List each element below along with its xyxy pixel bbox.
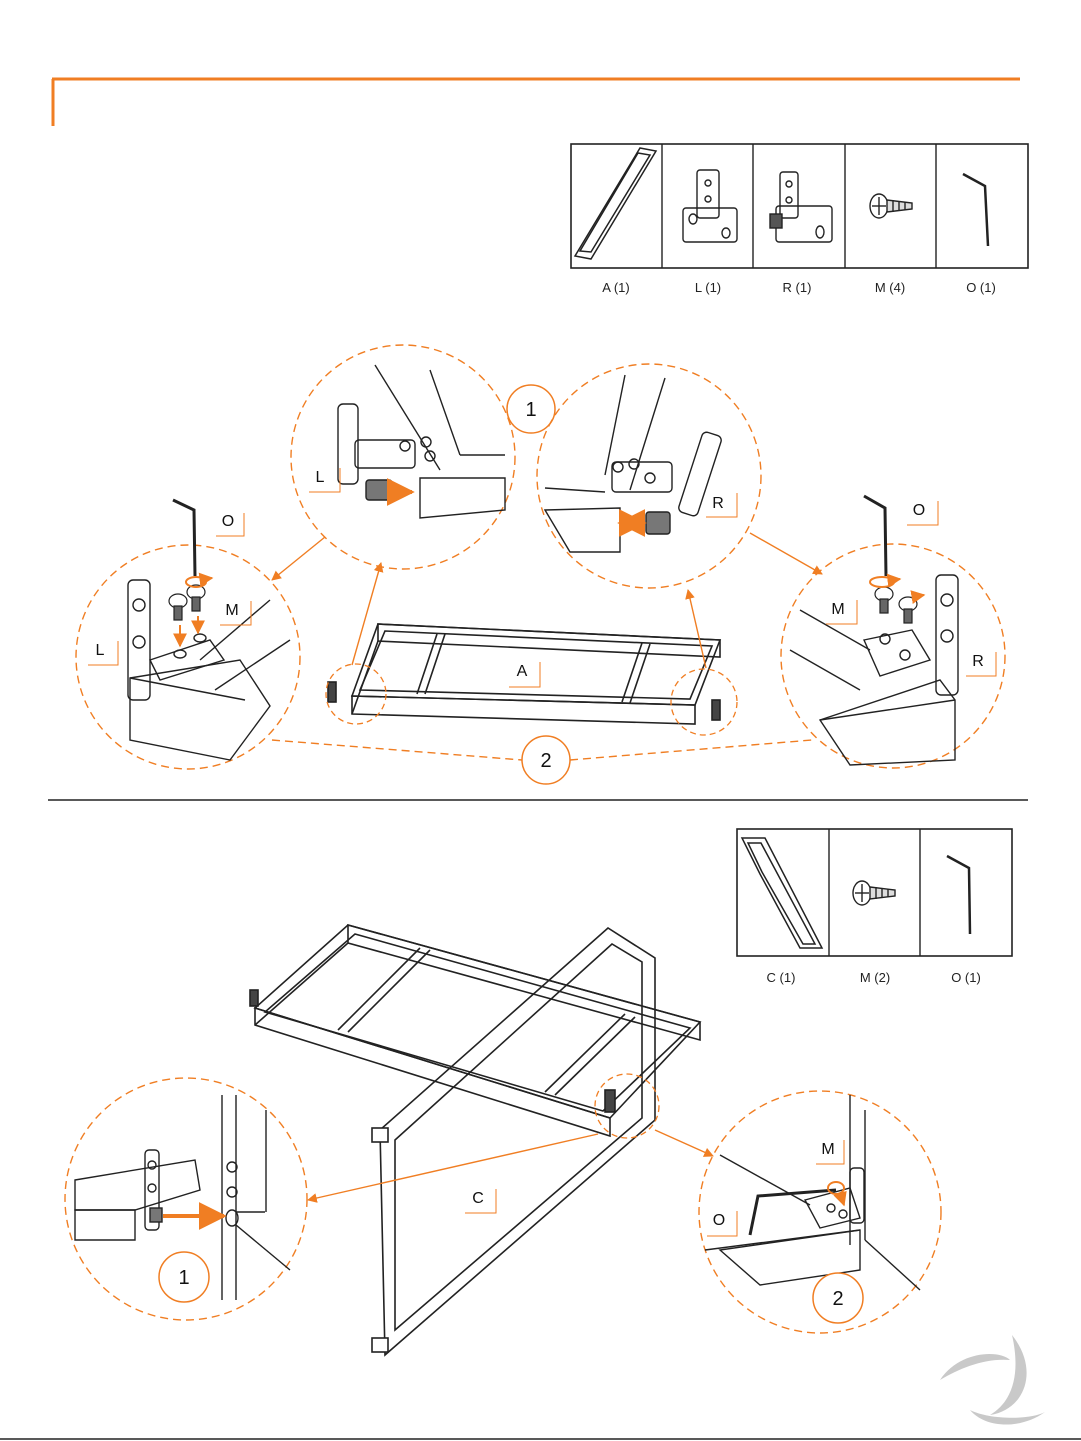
callout-r-right-label: R	[972, 653, 984, 670]
step2-parts-captions: C (1) M (2) O (1)	[767, 970, 981, 985]
side-frame-icon	[742, 838, 822, 948]
callout-r-top-label: R	[712, 495, 724, 512]
detail-circle-top-right: R	[537, 364, 761, 588]
callout-o-step2-label: O	[713, 1212, 725, 1229]
callout-m-right-label: M	[831, 601, 844, 618]
part-caption-l: L (1)	[695, 280, 721, 295]
callout-c-label: C	[472, 1190, 484, 1207]
left-bracket-icon	[683, 170, 737, 242]
callout-m-step2-label: M	[821, 1141, 834, 1158]
callout-a-label: A	[517, 663, 528, 680]
step1-parts-table	[571, 144, 1028, 268]
allen-key-icon	[864, 496, 886, 576]
part-caption-r: R (1)	[783, 280, 812, 295]
part-caption-m2: M (2)	[860, 970, 890, 985]
step2-parts-table	[737, 829, 1012, 956]
part-caption-m: M (4)	[875, 280, 905, 295]
detail-marker-right	[671, 669, 737, 735]
allen-key-icon	[750, 1190, 836, 1235]
screw-icon	[853, 881, 895, 905]
frame-icon	[575, 148, 656, 259]
step2-number-one-label: 1	[178, 1267, 189, 1289]
step1-parts-captions: A (1) L (1) R (1) M (4) O (1)	[602, 280, 996, 295]
part-caption-a: A (1)	[602, 280, 629, 295]
part-caption-c: C (1)	[767, 970, 796, 985]
brand-swirl-icon	[940, 1335, 1045, 1425]
allen-key-icon	[963, 174, 988, 246]
step1-number-two-label: 2	[540, 750, 551, 772]
screw-icon	[870, 194, 912, 218]
callout-l-top-label: L	[316, 469, 325, 486]
step1-connector-arrows	[272, 533, 822, 760]
callout-o-right-label: O	[913, 502, 925, 519]
step2-connector-arrows	[308, 1130, 713, 1200]
detail-circle-bottom-left: O M L	[76, 500, 300, 769]
detail-circle-bottom-right: O M R	[781, 496, 1005, 768]
callout-l-left-label: L	[96, 642, 105, 659]
header-bar	[52, 79, 1020, 126]
callout-o-left-label: O	[222, 513, 234, 530]
part-caption-o: O (1)	[966, 280, 996, 295]
detail-circle-top-left: L	[291, 345, 515, 569]
allen-key-icon	[947, 856, 970, 934]
frame-c-assembly-drawing	[250, 925, 700, 1355]
step1-number-one-label: 1	[525, 399, 536, 421]
callout-m-left-label: M	[225, 602, 238, 619]
right-bracket-icon	[770, 172, 832, 242]
step2-number-two-label: 2	[832, 1288, 843, 1310]
screw-icon	[875, 587, 917, 623]
allen-key-icon	[173, 500, 195, 576]
part-caption-o2: O (1)	[951, 970, 981, 985]
screw-icon	[169, 585, 205, 620]
